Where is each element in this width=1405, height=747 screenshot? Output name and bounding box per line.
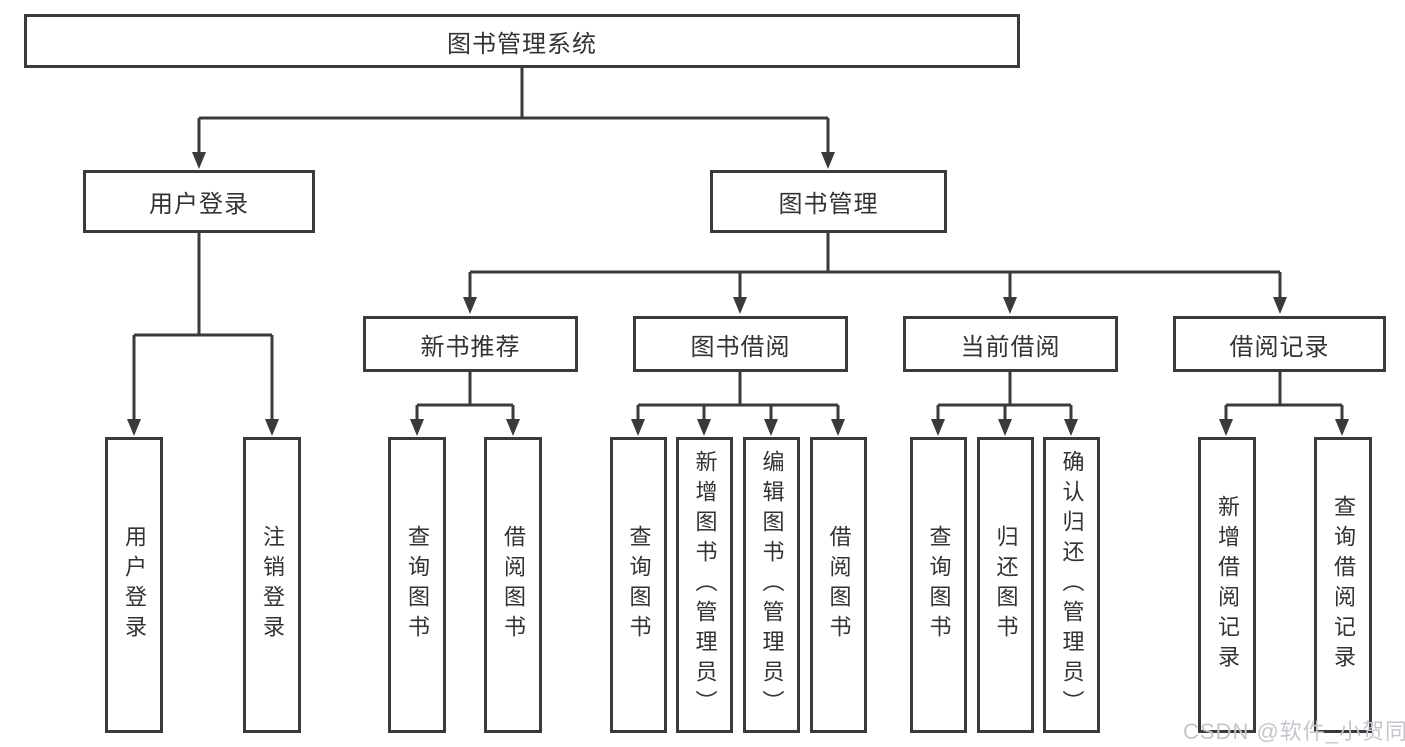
node-label: 借阅图书 bbox=[826, 525, 852, 645]
leaf-bb-borrow-books: 借阅图书 bbox=[810, 437, 867, 733]
node-label: 图书管理系统 bbox=[447, 30, 597, 58]
node-label: 新增借阅记录 bbox=[1215, 495, 1240, 675]
leaf-user-login: 用户登录 bbox=[105, 437, 163, 733]
node-label: 新增图书（管理员） bbox=[692, 450, 718, 720]
node-label: 注销登录 bbox=[260, 525, 285, 645]
leaf-bb-query-books: 查询图书 bbox=[610, 437, 667, 733]
node-label: 查询图书 bbox=[405, 525, 430, 645]
leaf-logout: 注销登录 bbox=[243, 437, 301, 733]
node-label: 用户登录 bbox=[149, 191, 249, 218]
node-label: 查询借阅记录 bbox=[1331, 495, 1356, 675]
node-label: 借阅记录 bbox=[1229, 333, 1330, 361]
leaf-nbr-query-books: 查询图书 bbox=[388, 437, 446, 733]
node-label: 查询图书 bbox=[926, 525, 952, 645]
leaf-bb-add-books-admin: 新增图书（管理员） bbox=[676, 437, 733, 733]
csdn-watermark: CSDN @软件_小贺同学 bbox=[1183, 719, 1405, 744]
leaf-br-add-record: 新增借阅记录 bbox=[1198, 437, 1256, 733]
node-book-management: 图书管理 bbox=[710, 170, 947, 233]
node-label: 图书借阅 bbox=[690, 333, 791, 361]
node-root-library-management-system: 图书管理系统 bbox=[24, 14, 1020, 68]
leaf-nbr-borrow-books: 借阅图书 bbox=[484, 437, 542, 733]
leaf-cb-query-books: 查询图书 bbox=[910, 437, 967, 733]
node-label: 查询图书 bbox=[626, 525, 652, 645]
node-user-login: 用户登录 bbox=[83, 170, 315, 233]
node-label: 编辑图书（管理员） bbox=[759, 450, 785, 720]
node-new-book-recommendation: 新书推荐 bbox=[363, 316, 578, 372]
node-label: 当前借阅 bbox=[960, 333, 1061, 361]
leaf-br-query-record: 查询借阅记录 bbox=[1314, 437, 1372, 733]
leaf-bb-edit-books-admin: 编辑图书（管理员） bbox=[743, 437, 800, 733]
node-book-borrowing: 图书借阅 bbox=[633, 316, 848, 372]
leaf-cb-return-books: 归还图书 bbox=[977, 437, 1034, 733]
node-label: 归还图书 bbox=[993, 525, 1019, 645]
leaf-cb-confirm-return-admin: 确认归还（管理员） bbox=[1043, 437, 1100, 733]
node-label: 图书管理 bbox=[778, 191, 879, 218]
node-current-borrowing: 当前借阅 bbox=[903, 316, 1118, 372]
node-label: 新书推荐 bbox=[420, 333, 521, 361]
node-label: 确认归还（管理员） bbox=[1059, 450, 1085, 720]
node-borrowing-records: 借阅记录 bbox=[1173, 316, 1386, 372]
node-label: 用户登录 bbox=[122, 525, 147, 645]
node-label: 借阅图书 bbox=[501, 525, 526, 645]
